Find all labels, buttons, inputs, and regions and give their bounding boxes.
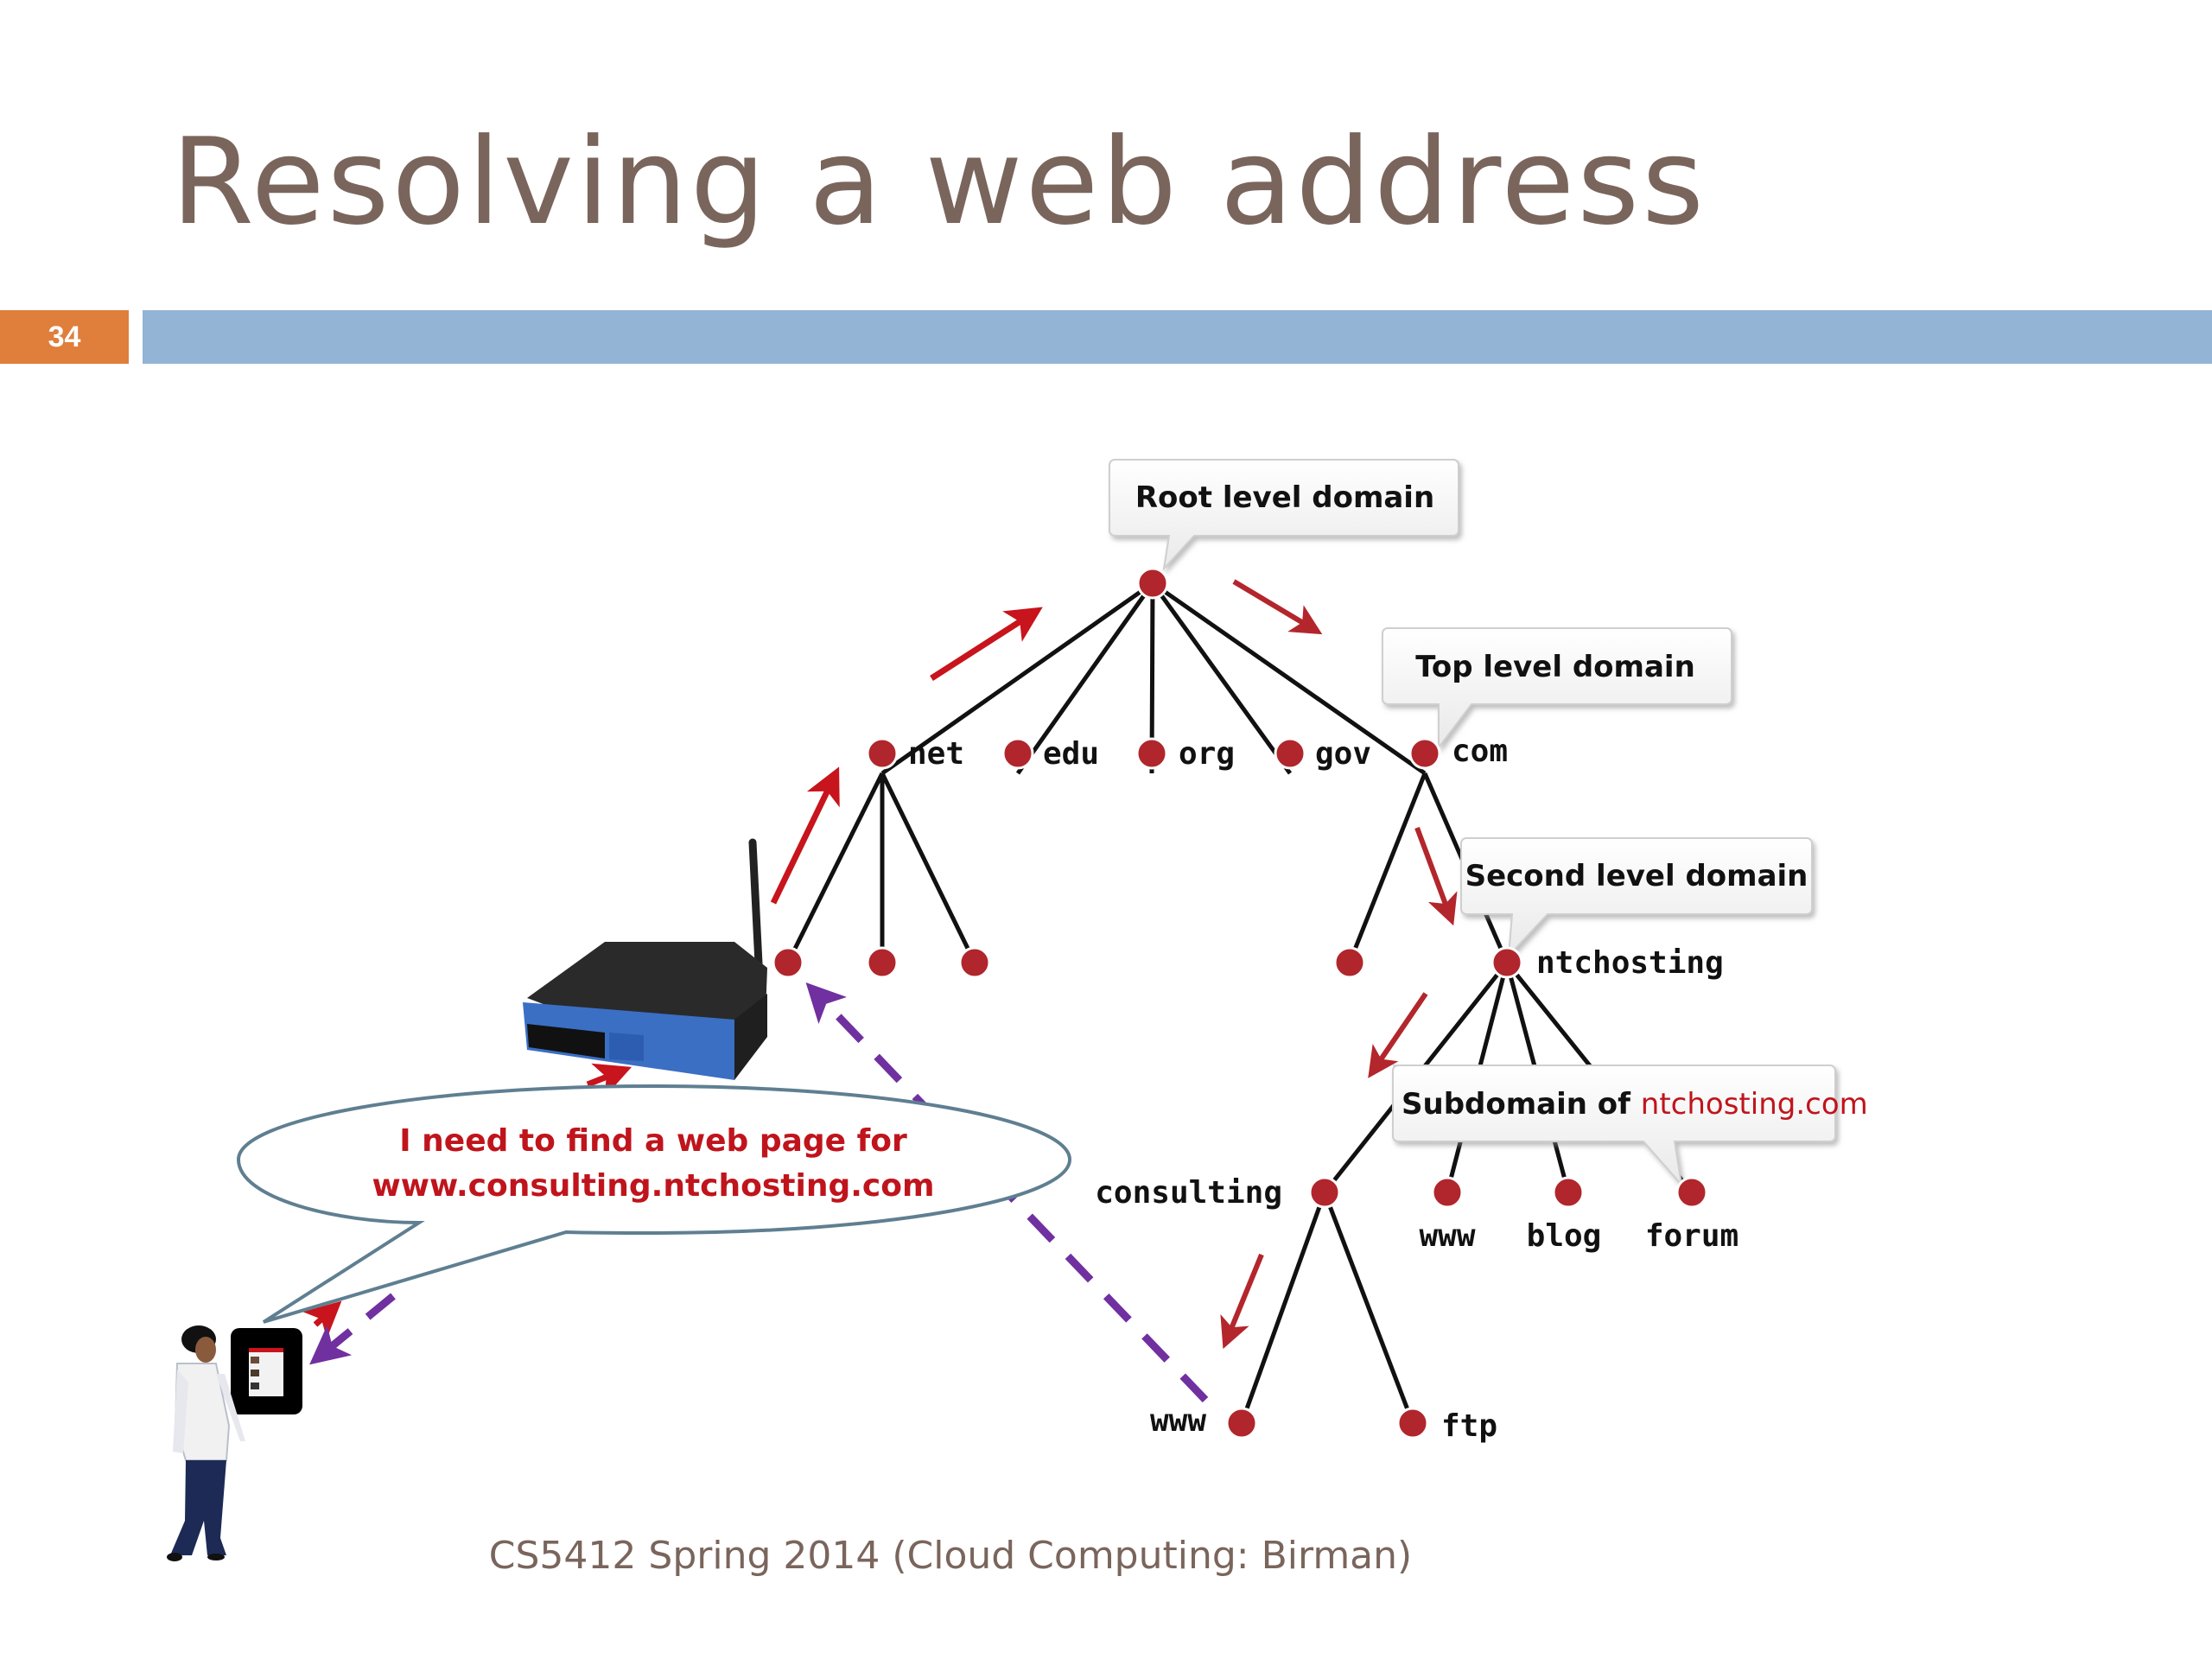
node-consulting [1308,1176,1341,1209]
edge-net-leaf1 [785,772,885,964]
query-arrow-net-root [930,607,1043,681]
response-arrow-bubble-device [309,1293,396,1365]
node-ftp [1396,1407,1429,1440]
edge-consulting-www [1239,1192,1327,1424]
node-net-leaf1 [772,946,804,979]
callout-subdomain-label: Subdomain of ntchosting.com [1402,1087,1868,1122]
callout-root-label: Root level domain [1135,480,1434,515]
edge-net-leaf3 [880,772,977,964]
referral-arrow-ntchosting-consulting [1368,992,1428,1078]
callout-top-label: Top level domain [1415,650,1695,684]
label-ftp: ftp [1441,1408,1497,1444]
label-blog: blog [1527,1218,1602,1254]
label-com: com [1452,734,1508,769]
person-icon [167,1325,245,1561]
slide-number: 34 [0,310,129,364]
edge-root-com [1151,581,1427,776]
referral-arrow-consulting-www [1220,1253,1264,1350]
callout-second-label: Second level domain [1465,859,1808,893]
callout-root [1109,459,1459,572]
node-blog [1552,1176,1585,1209]
referral-arrows [1220,579,1458,1350]
tree-edges [785,581,1694,1424]
referral-arrow-root-com [1232,579,1323,635]
header-bar [143,310,2212,364]
node-net [866,737,899,770]
edge-com-leaf [1347,772,1427,963]
query-arrow-router-bubble [586,1063,632,1097]
edge-root-edu [1015,582,1155,775]
callout-top [1382,627,1732,750]
edge-consulting-ftp [1322,1192,1415,1424]
edge-root-net [880,581,1154,776]
callout-subdomain [1392,1065,1836,1188]
speech-bubble-line2: www.consulting.ntchosting.com [372,1168,934,1204]
slide-title: Resolving a web address [171,112,1707,251]
label-net: net [908,736,964,772]
speech-bubble [236,1084,1072,1324]
slide-footer: CS5412 Spring 2014 (Cloud Computing: Bir… [0,1534,2212,1578]
label-org: org [1179,736,1235,772]
label-sub-www: www [1419,1218,1475,1254]
label-edu: edu [1043,736,1099,772]
node-com [1408,737,1441,770]
label-gov: gov [1315,736,1371,772]
label-host-www: www [1150,1403,1206,1439]
label-forum: forum [1645,1218,1738,1254]
label-consulting: consulting [1095,1175,1282,1211]
node-edu [1001,737,1034,770]
referral-arrow-com-ntchosting [1414,826,1458,926]
node-com-leaf [1333,946,1366,979]
node-org [1135,737,1168,770]
tablet-icon [231,1328,302,1414]
node-forum [1675,1176,1708,1209]
node-gov [1274,737,1306,770]
callout-second [1460,837,1813,958]
node-host-www [1225,1407,1258,1440]
node-sub-www [1431,1176,1464,1209]
node-net-leaf2 [866,946,899,979]
label-ntchosting: ntchosting [1536,945,1724,981]
tree-nodes [772,567,1708,1440]
footer-text: CS5412 Spring 2014 (Cloud Computing: Bir… [488,1534,1413,1578]
node-net-leaf3 [958,946,991,979]
query-arrow-device-router [302,1300,342,1339]
node-root [1136,567,1169,600]
query-arrow-router-net [770,766,840,905]
query-arrows [302,607,1043,1339]
edge-root-gov [1150,582,1293,775]
wireless-router-icon [523,838,767,1080]
speech-bubble-line1: I need to find a web page for [399,1123,907,1159]
node-ntchosting [1491,946,1523,979]
